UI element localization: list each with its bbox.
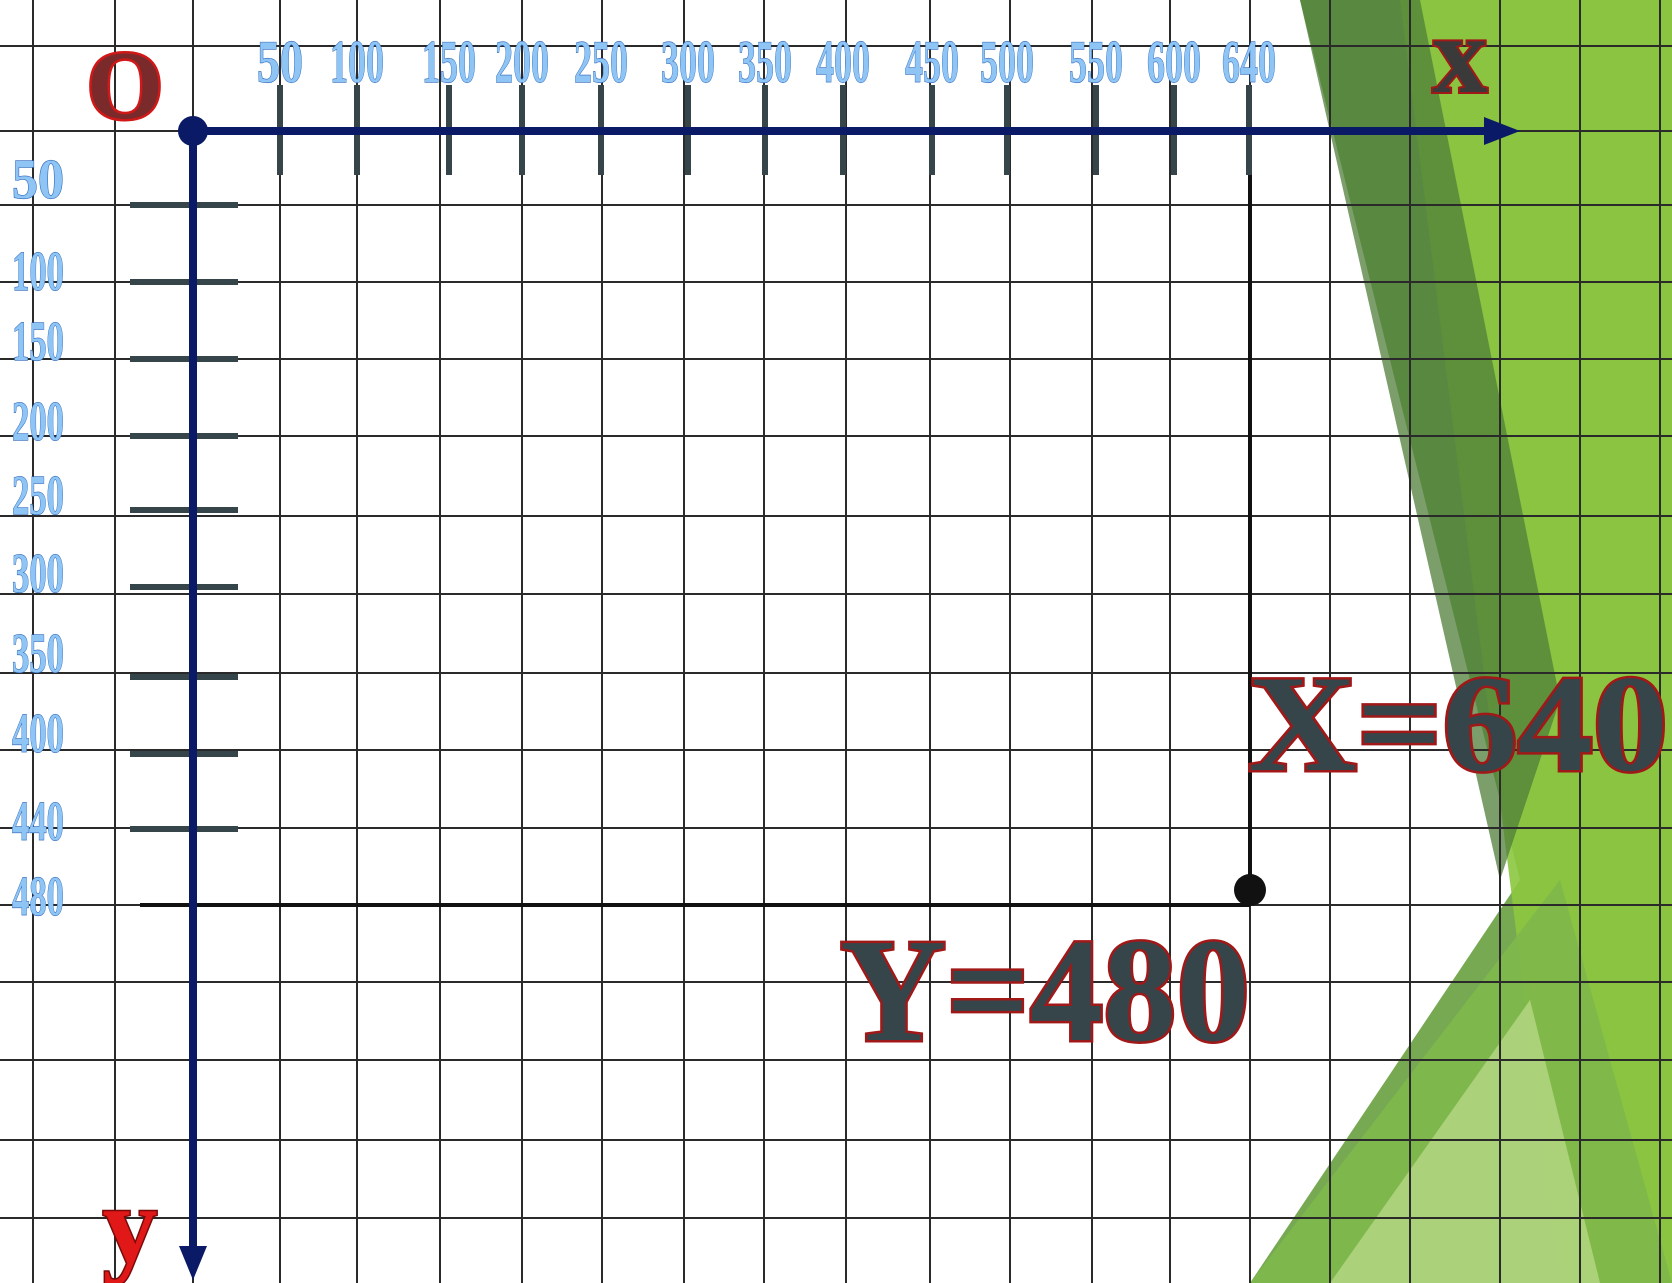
x-tick-label: 400	[816, 29, 870, 95]
x-tick-label: 640	[1222, 29, 1276, 95]
y-tick-label: 200	[12, 391, 64, 453]
y-tick-labels: 50 100 150 200 250 300 350 400 440 480	[12, 149, 64, 928]
corner-point	[1234, 874, 1266, 906]
x-tick-labels: 50 100 150 200 250 300 350 400 450 500 550 600 640	[257, 29, 1276, 95]
y-tick-label: 350	[12, 623, 64, 685]
y-tick-label: 400	[12, 703, 64, 765]
origin-point	[178, 116, 208, 146]
y-tick-label: 150	[12, 311, 64, 373]
y-tick-label: 250	[12, 465, 64, 527]
y-tick-label: 50	[12, 149, 64, 211]
origin-label: O	[87, 32, 163, 140]
y-value-annotation: Y=480	[840, 909, 1250, 1073]
y-axis-arrow	[179, 1246, 207, 1280]
green-background	[1250, 0, 1672, 1283]
x-tick-label: 300	[661, 29, 715, 95]
x-tick-label: 100	[330, 29, 384, 95]
x-tick-label: 550	[1069, 29, 1123, 95]
x-tick-label: 500	[980, 29, 1034, 95]
x-tick-label: 250	[574, 29, 628, 95]
x-axis-label: x	[1433, 0, 1488, 116]
x-tick-label: 350	[738, 29, 792, 95]
x-tick-label: 600	[1147, 29, 1201, 95]
x-tick-label: 150	[422, 29, 476, 95]
x-value-annotation: X=640	[1248, 647, 1668, 800]
y-tick-label: 440	[12, 791, 64, 853]
x-tick-label: 450	[905, 29, 959, 95]
y-tick-label: 480	[12, 866, 64, 928]
y-tick-label: 100	[12, 241, 64, 303]
y-tick-label: 300	[12, 543, 64, 605]
y-axis-label: y	[103, 1164, 158, 1283]
x-tick-label: 200	[495, 29, 549, 95]
x-tick-label: 50	[257, 29, 303, 95]
